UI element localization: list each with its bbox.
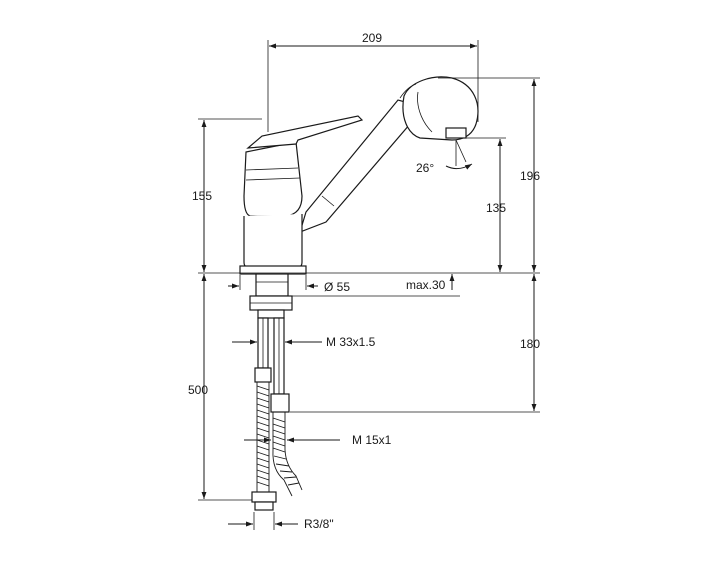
label-depth-180: 180 — [520, 337, 540, 351]
braided-hose-left — [256, 382, 270, 492]
label-angle-26: 26° — [416, 161, 434, 175]
end-fitting-nut — [251, 491, 277, 503]
mounting-assembly — [249, 273, 303, 511]
label-thread-r38: R3/8" — [304, 517, 334, 531]
label-hose-500: 500 — [188, 383, 208, 397]
label-diameter-55: Ø 55 — [324, 280, 350, 294]
body-stem — [243, 214, 303, 269]
label-height-196: 196 — [520, 169, 540, 183]
label-height-155: 155 — [192, 189, 212, 203]
stud-lower — [257, 309, 285, 319]
label-thread-m15: M 15x1 — [352, 433, 392, 447]
dimension-lines — [198, 40, 540, 530]
faucet-body — [239, 76, 479, 275]
threaded-stud — [255, 273, 289, 297]
end-fitting-thread — [254, 501, 274, 511]
label-height-135: 135 — [486, 201, 506, 215]
connector-right — [270, 393, 290, 413]
label-width-209: 209 — [362, 31, 382, 45]
spray-nozzle — [445, 127, 467, 139]
spray-head — [402, 76, 479, 141]
connector-left — [254, 367, 272, 383]
lever-handle — [246, 115, 364, 149]
label-thread-m33: M 33x1.5 — [326, 335, 376, 349]
braided-hose-right — [272, 412, 303, 497]
dimension-labels: 209 196 135 155 26° Ø 55 max.30 M 33x1.5… — [188, 31, 540, 531]
label-max-30: max.30 — [406, 278, 446, 292]
